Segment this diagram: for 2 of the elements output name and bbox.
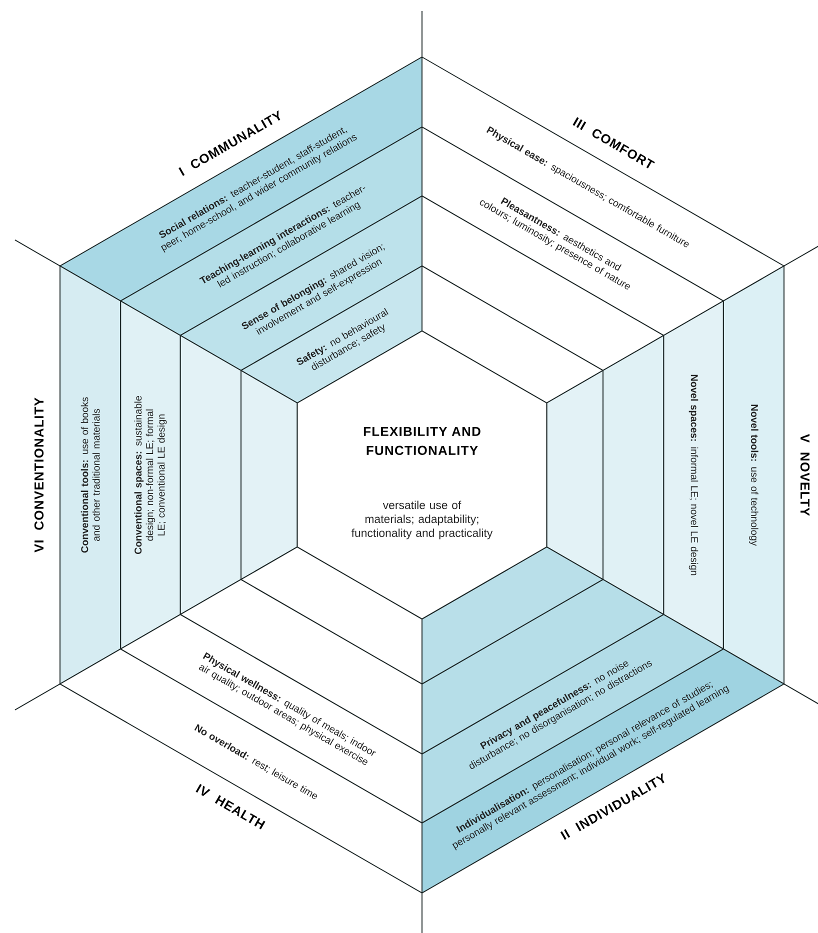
- sector-title: V NOVELTY: [800, 434, 810, 516]
- sector-title: VI CONVENTIONALITY: [34, 398, 44, 552]
